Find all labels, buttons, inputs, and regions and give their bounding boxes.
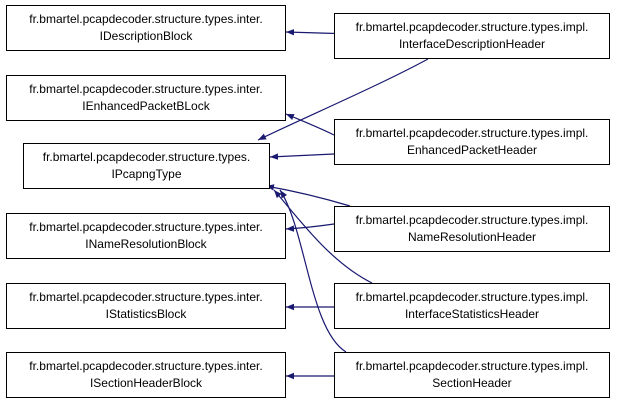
box-line1: fr.bmartel.pcapdecoder.structure.types.i…	[29, 220, 263, 234]
box-line1: fr.bmartel.pcapdecoder.structure.types.	[42, 150, 251, 164]
class-box-interfacedescriptionheader[interactable]: fr.bmartel.pcapdecoder.structure.types.i…	[334, 13, 610, 59]
inheritance-edge-ish-to-pcap	[273, 189, 373, 284]
inheritance-edge-idh-to-pcap	[257, 58, 429, 141]
inheritance-edge-nrh-to-nrb	[285, 223, 335, 232]
box-line1: fr.bmartel.pcapdecoder.structure.types.i…	[29, 82, 263, 96]
interface-box-ienhancedpacketblock[interactable]: fr.bmartel.pcapdecoder.structure.types.i…	[6, 75, 286, 121]
class-box-nameresolutionheader[interactable]: fr.bmartel.pcapdecoder.structure.types.i…	[334, 206, 610, 252]
box-line2: InterfaceDescriptionHeader	[398, 37, 546, 51]
box-line2: IStatisticsBlock	[105, 307, 187, 321]
interface-box-isectionheaderblock[interactable]: fr.bmartel.pcapdecoder.structure.types.i…	[6, 352, 286, 398]
box-line2: INameResolutionBlock	[85, 237, 207, 251]
box-line1: fr.bmartel.pcapdecoder.structure.types.i…	[355, 213, 589, 227]
box-line2: NameResolutionHeader	[407, 230, 537, 244]
inheritance-edge-nrh-to-pcap	[265, 184, 351, 207]
box-line1: fr.bmartel.pcapdecoder.structure.types.i…	[29, 12, 263, 26]
class-box-sectionheader[interactable]: fr.bmartel.pcapdecoder.structure.types.i…	[334, 352, 610, 398]
box-line2: IPcapngType	[111, 167, 182, 181]
inheritance-edge-eph-to-epb	[285, 113, 335, 136]
box-line2: IDescriptionBlock	[99, 29, 193, 43]
box-line1: fr.bmartel.pcapdecoder.structure.types.i…	[29, 359, 263, 373]
class-box-interfacestatisticsheader[interactable]: fr.bmartel.pcapdecoder.structure.types.i…	[334, 283, 610, 329]
box-line1: fr.bmartel.pcapdecoder.structure.types.i…	[355, 359, 589, 373]
box-line2: InterfaceStatisticsHeader	[404, 307, 540, 321]
class-box-enhancedpacketheader[interactable]: fr.bmartel.pcapdecoder.structure.types.i…	[334, 119, 610, 165]
box-line2: IEnhancedPacketBLock	[82, 99, 210, 113]
interface-box-ipcapngtype[interactable]: fr.bmartel.pcapdecoder.structure.types. …	[23, 143, 270, 189]
box-line1: fr.bmartel.pcapdecoder.structure.types.i…	[355, 126, 589, 140]
box-line2: ISectionHeaderBlock	[89, 376, 203, 390]
box-line1: fr.bmartel.pcapdecoder.structure.types.i…	[355, 20, 589, 34]
box-line1: fr.bmartel.pcapdecoder.structure.types.i…	[29, 290, 263, 304]
box-line1: fr.bmartel.pcapdecoder.structure.types.i…	[355, 290, 589, 304]
interface-box-inameresolutionblock[interactable]: fr.bmartel.pcapdecoder.structure.types.i…	[6, 213, 286, 259]
inheritance-edge-eph-to-pcap	[269, 153, 335, 160]
interface-box-istatisticsblock[interactable]: fr.bmartel.pcapdecoder.structure.types.i…	[6, 283, 286, 329]
box-line2: EnhancedPacketHeader	[406, 143, 538, 157]
inheritance-edge-sh-to-pcap	[279, 189, 347, 353]
box-line2: SectionHeader	[432, 376, 512, 390]
interface-box-idescriptionblock[interactable]: fr.bmartel.pcapdecoder.structure.types.i…	[6, 5, 286, 51]
